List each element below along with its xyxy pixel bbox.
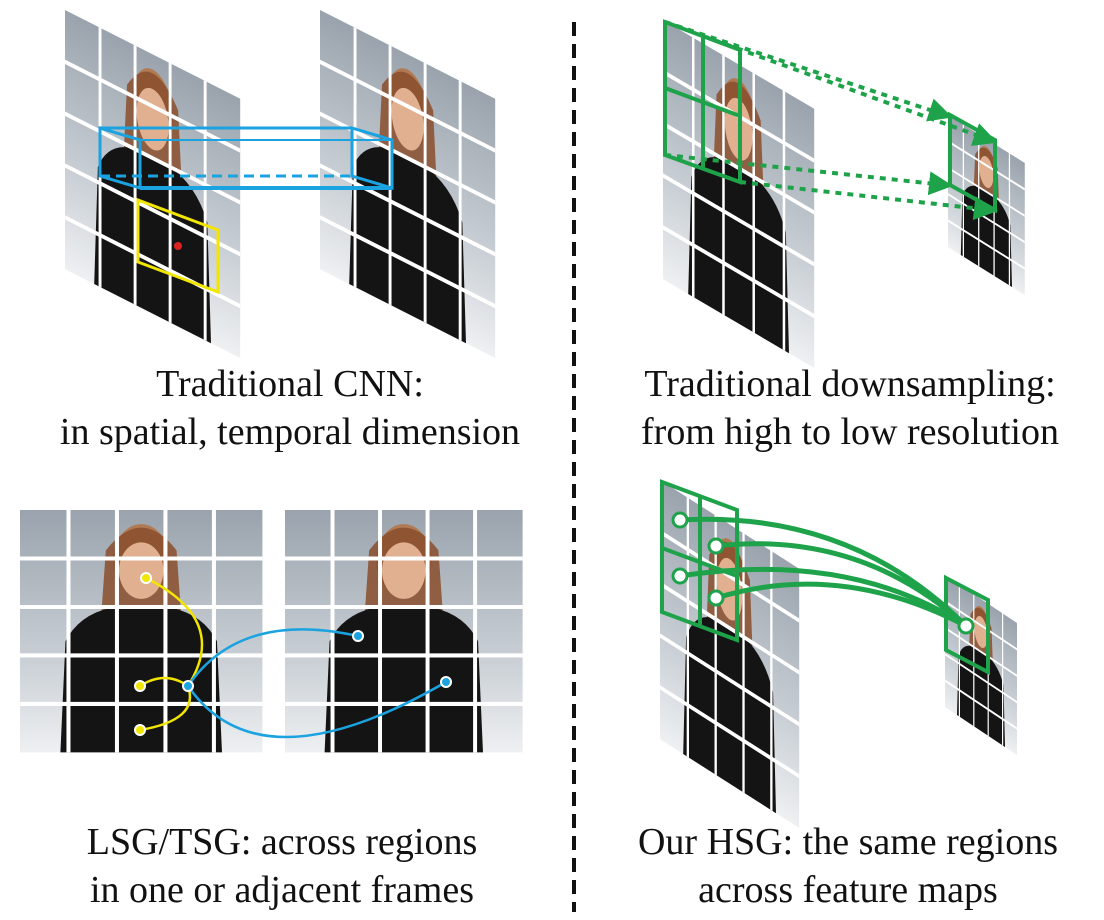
caption-line: in one or adjacent frames [89, 869, 475, 911]
caption-line: in spatial, temporal dimension [59, 411, 521, 453]
frame-hsg-high [660, 480, 799, 828]
caption-top-left: Traditional CNN: in spatial, temporal di… [30, 360, 550, 456]
caption-line: LSG/TSG: across regions [86, 821, 478, 863]
frame-t-2 [320, 10, 495, 358]
downsample-arrows [663, 19, 998, 221]
graph-edges [134, 572, 452, 739]
caption-line: across feature maps [698, 869, 998, 911]
caption-line: from high to low resolution [641, 411, 1059, 453]
cnn-kernels [98, 125, 394, 295]
frame-hsg-low [943, 573, 1019, 757]
caption-line: Our HSG: the same regions [637, 821, 1059, 863]
hsg-edges [660, 479, 990, 676]
frame-b-1 [20, 510, 262, 752]
caption-bottom-left: LSG/TSG: across regions in one or adjace… [22, 818, 542, 914]
frame-t-1 [65, 10, 240, 358]
caption-top-right: Traditional downsampling: from high to l… [590, 360, 1104, 456]
caption-line: Traditional CNN: [156, 363, 424, 405]
caption-bottom-right: Our HSG: the same regions across feature… [588, 818, 1104, 914]
caption-line: Traditional downsampling: [644, 363, 1056, 405]
